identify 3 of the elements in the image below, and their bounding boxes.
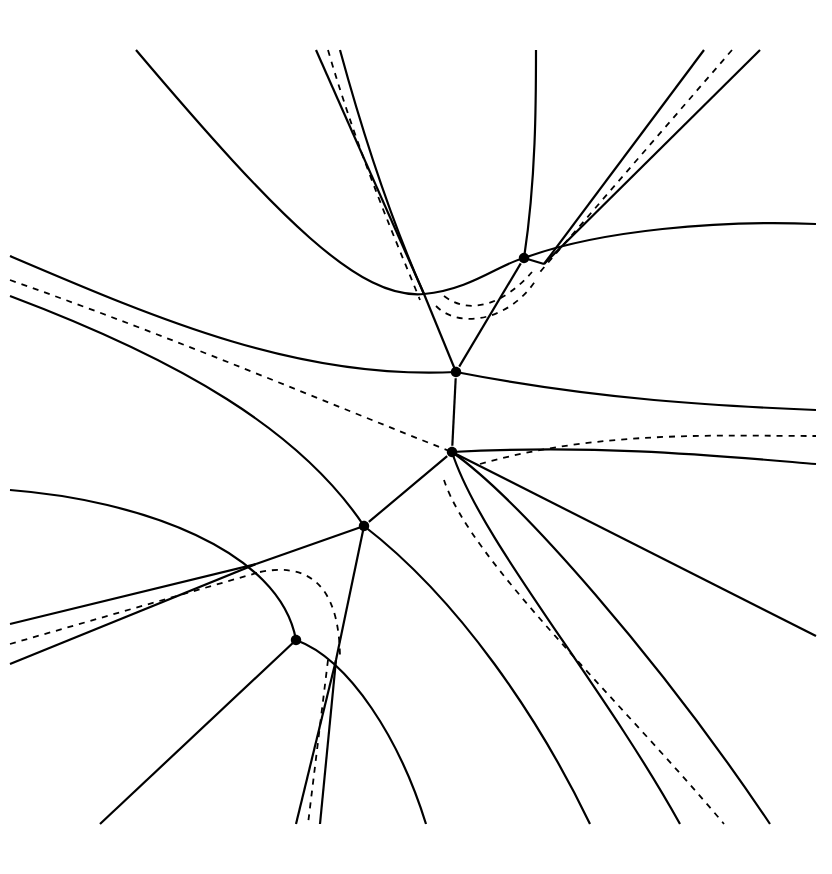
- line: [458, 262, 522, 368]
- line: [451, 378, 457, 446]
- line: [368, 455, 448, 523]
